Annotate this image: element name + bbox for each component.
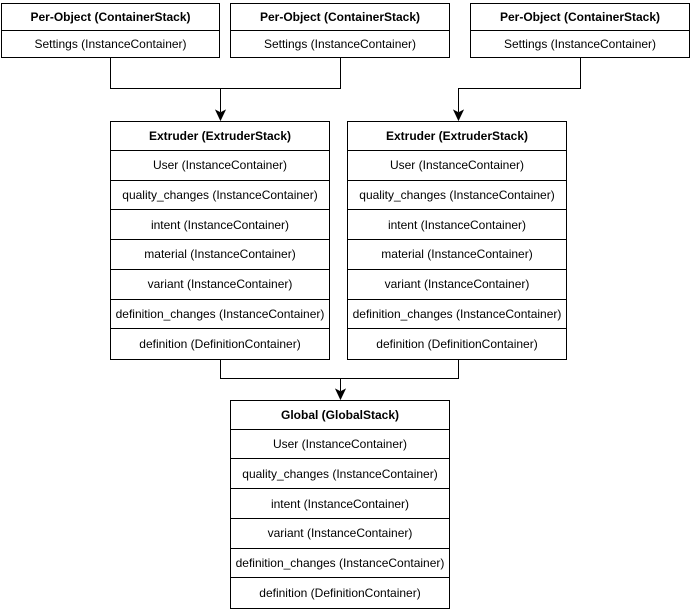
container-row: quality_changes (InstanceContainer): [111, 181, 329, 211]
node-extruder-1: Extruder (ExtruderStack) User (InstanceC…: [110, 121, 330, 360]
node-global: Global (GlobalStack) User (InstanceConta…: [230, 400, 450, 609]
container-row: Settings (InstanceContainer): [34, 37, 187, 51]
node-per-object-3: Per-Object (ContainerStack) Settings (In…: [470, 3, 690, 58]
edge-per-object-3-to-extruder-2: [458, 58, 581, 112]
container-row: Settings (InstanceContainer): [263, 37, 417, 51]
arrowhead-extruder-2: [452, 109, 465, 122]
container-row: definition (DefinitionContainer): [139, 337, 301, 352]
container-row: intent (InstanceContainer): [111, 210, 329, 241]
container-row: material (InstanceContainer): [111, 240, 329, 270]
container-row: intent (InstanceContainer): [348, 210, 566, 241]
container-row: intent (InstanceContainer): [231, 489, 449, 519]
container-row: variant (InstanceContainer): [231, 519, 449, 549]
container-row: Settings (InstanceContainer): [503, 37, 657, 51]
edge-per-object-1-to-extruder-1: [110, 58, 221, 112]
container-row: variant (InstanceContainer): [111, 270, 329, 300]
edge-per-object-2-to-extruder-1: [220, 58, 341, 89]
container-row: variant (InstanceContainer): [348, 270, 566, 300]
node-title: Per-Object (ContainerStack): [471, 4, 689, 31]
arrowhead-global: [334, 388, 347, 401]
container-row: material (InstanceContainer): [348, 240, 566, 270]
edge-extruder-1-to-global: [220, 360, 341, 391]
container-row: definition_changes (InstanceContainer): [231, 549, 449, 579]
node-title: Per-Object (ContainerStack): [231, 4, 449, 31]
node-per-object-2: Per-Object (ContainerStack) Settings (In…: [230, 3, 450, 58]
container-row: definition (DefinitionContainer): [376, 337, 538, 352]
container-row: User (InstanceContainer): [111, 151, 329, 181]
node-title: Extruder (ExtruderStack): [111, 122, 329, 151]
node-title: Extruder (ExtruderStack): [348, 122, 566, 151]
container-row: quality_changes (InstanceContainer): [348, 181, 566, 211]
container-row: quality_changes (InstanceContainer): [231, 459, 449, 490]
container-row: User (InstanceContainer): [231, 430, 449, 460]
container-row: definition_changes (InstanceContainer): [111, 300, 329, 330]
arrowhead-extruder-1: [214, 109, 227, 122]
node-extruder-2: Extruder (ExtruderStack) User (InstanceC…: [347, 121, 567, 360]
node-per-object-1: Per-Object (ContainerStack) Settings (In…: [1, 3, 220, 58]
node-title: Global (GlobalStack): [231, 401, 449, 430]
node-title: Per-Object (ContainerStack): [2, 4, 219, 31]
container-row: User (InstanceContainer): [348, 151, 566, 181]
container-row: definition_changes (InstanceContainer): [348, 300, 566, 330]
container-row: definition (DefinitionContainer): [259, 586, 421, 601]
edge-extruder-2-to-global: [340, 360, 459, 379]
